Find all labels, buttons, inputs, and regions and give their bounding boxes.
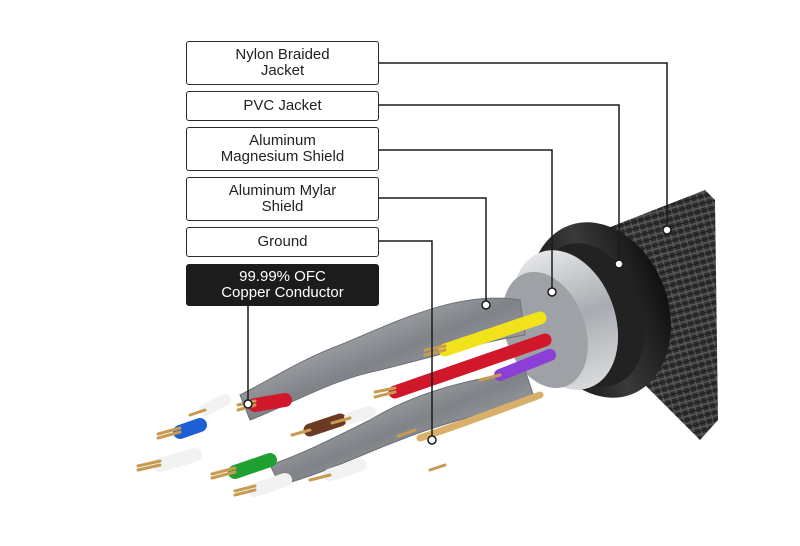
- wire-white-left: [199, 394, 231, 416]
- wire-blue: [173, 418, 207, 439]
- wire-yellow: [438, 311, 547, 357]
- copper-strands: [136, 344, 502, 497]
- leader-dots: [243, 225, 672, 445]
- dot-ofc: [243, 399, 253, 409]
- leader-ground: [379, 240, 433, 438]
- ground-wire: [416, 391, 544, 442]
- dot-pvc: [614, 259, 624, 269]
- wire-red-left: [248, 393, 292, 412]
- dot-mylar: [481, 300, 491, 310]
- leader-lines: [247, 62, 668, 438]
- wire-white-bottom2: [323, 458, 367, 482]
- label-pvc-jacket: PVC Jacket: [186, 91, 379, 121]
- dot-ground: [427, 435, 437, 445]
- leader-pvc: [379, 104, 620, 262]
- label-aluminum-magnesium-shield: Aluminum Magnesium Shield: [186, 127, 379, 171]
- dot-alumag: [547, 287, 557, 297]
- wire-white-lower: [153, 448, 202, 472]
- leader-nylon: [379, 62, 668, 228]
- leader-mylar: [379, 197, 487, 303]
- label-nylon-braided-jacket: Nylon Braided Jacket: [186, 41, 379, 85]
- wire-red: [388, 333, 552, 399]
- dot-nylon: [662, 225, 672, 235]
- wire-green: [228, 453, 277, 479]
- leader-alumag: [379, 149, 553, 290]
- label-ground: Ground: [186, 227, 379, 257]
- wire-white-bottom: [248, 473, 292, 497]
- wire-white-mid: [344, 406, 376, 424]
- label-aluminum-mylar-shield: Aluminum Mylar Shield: [186, 177, 379, 221]
- label-copper-conductor: 99.99% OFC Copper Conductor: [186, 264, 379, 306]
- wire-purple: [494, 349, 556, 381]
